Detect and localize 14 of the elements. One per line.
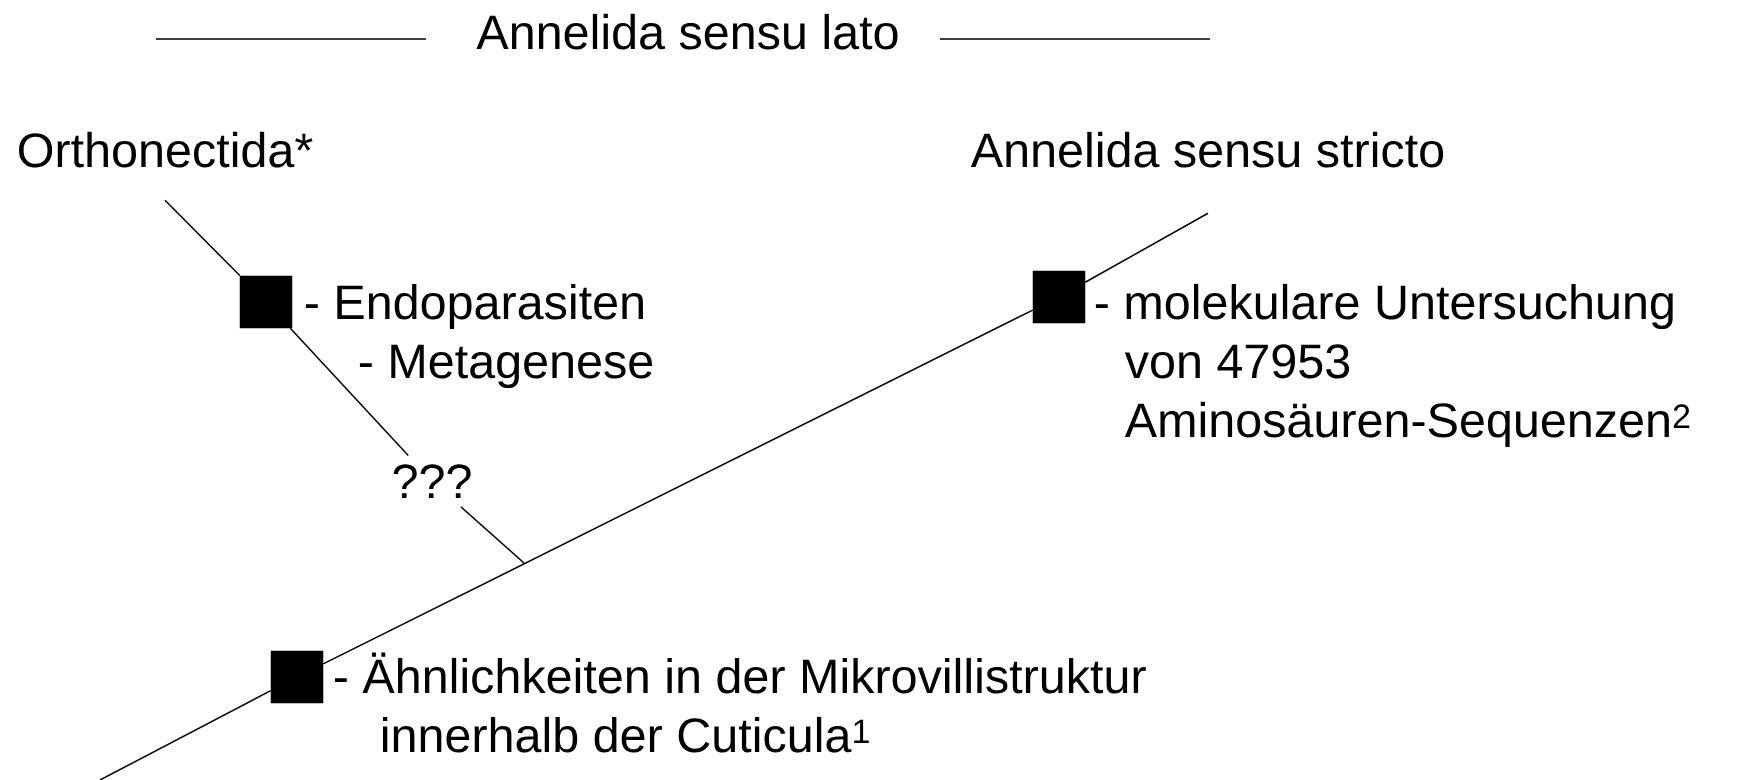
character-label: - Metagenese [359, 344, 653, 389]
branch-line [460, 506, 525, 564]
group-title: Annelida sensu lato [476, 13, 898, 50]
taxon-label: Orthonectida* [19, 131, 313, 168]
taxon-label: ??? [393, 464, 471, 498]
character-label: - Endoparasiten [305, 283, 643, 330]
branch-line [99, 689, 272, 780]
taxon-label: Annelida sensu stricto [970, 131, 1444, 168]
branch-line [1084, 212, 1209, 284]
character-label: - molekulare Untersuchung von 47953 Aminosäuren-Sequenzen$^{2}$ [1095, 283, 1690, 448]
branch-line [164, 199, 241, 277]
branch-line [322, 309, 1034, 665]
character-label: - Ähnlichkeiten in der Mikrovillistruktur innerhalb der Cuticula$^{1}$ [334, 652, 1146, 753]
branch-line [289, 327, 409, 457]
